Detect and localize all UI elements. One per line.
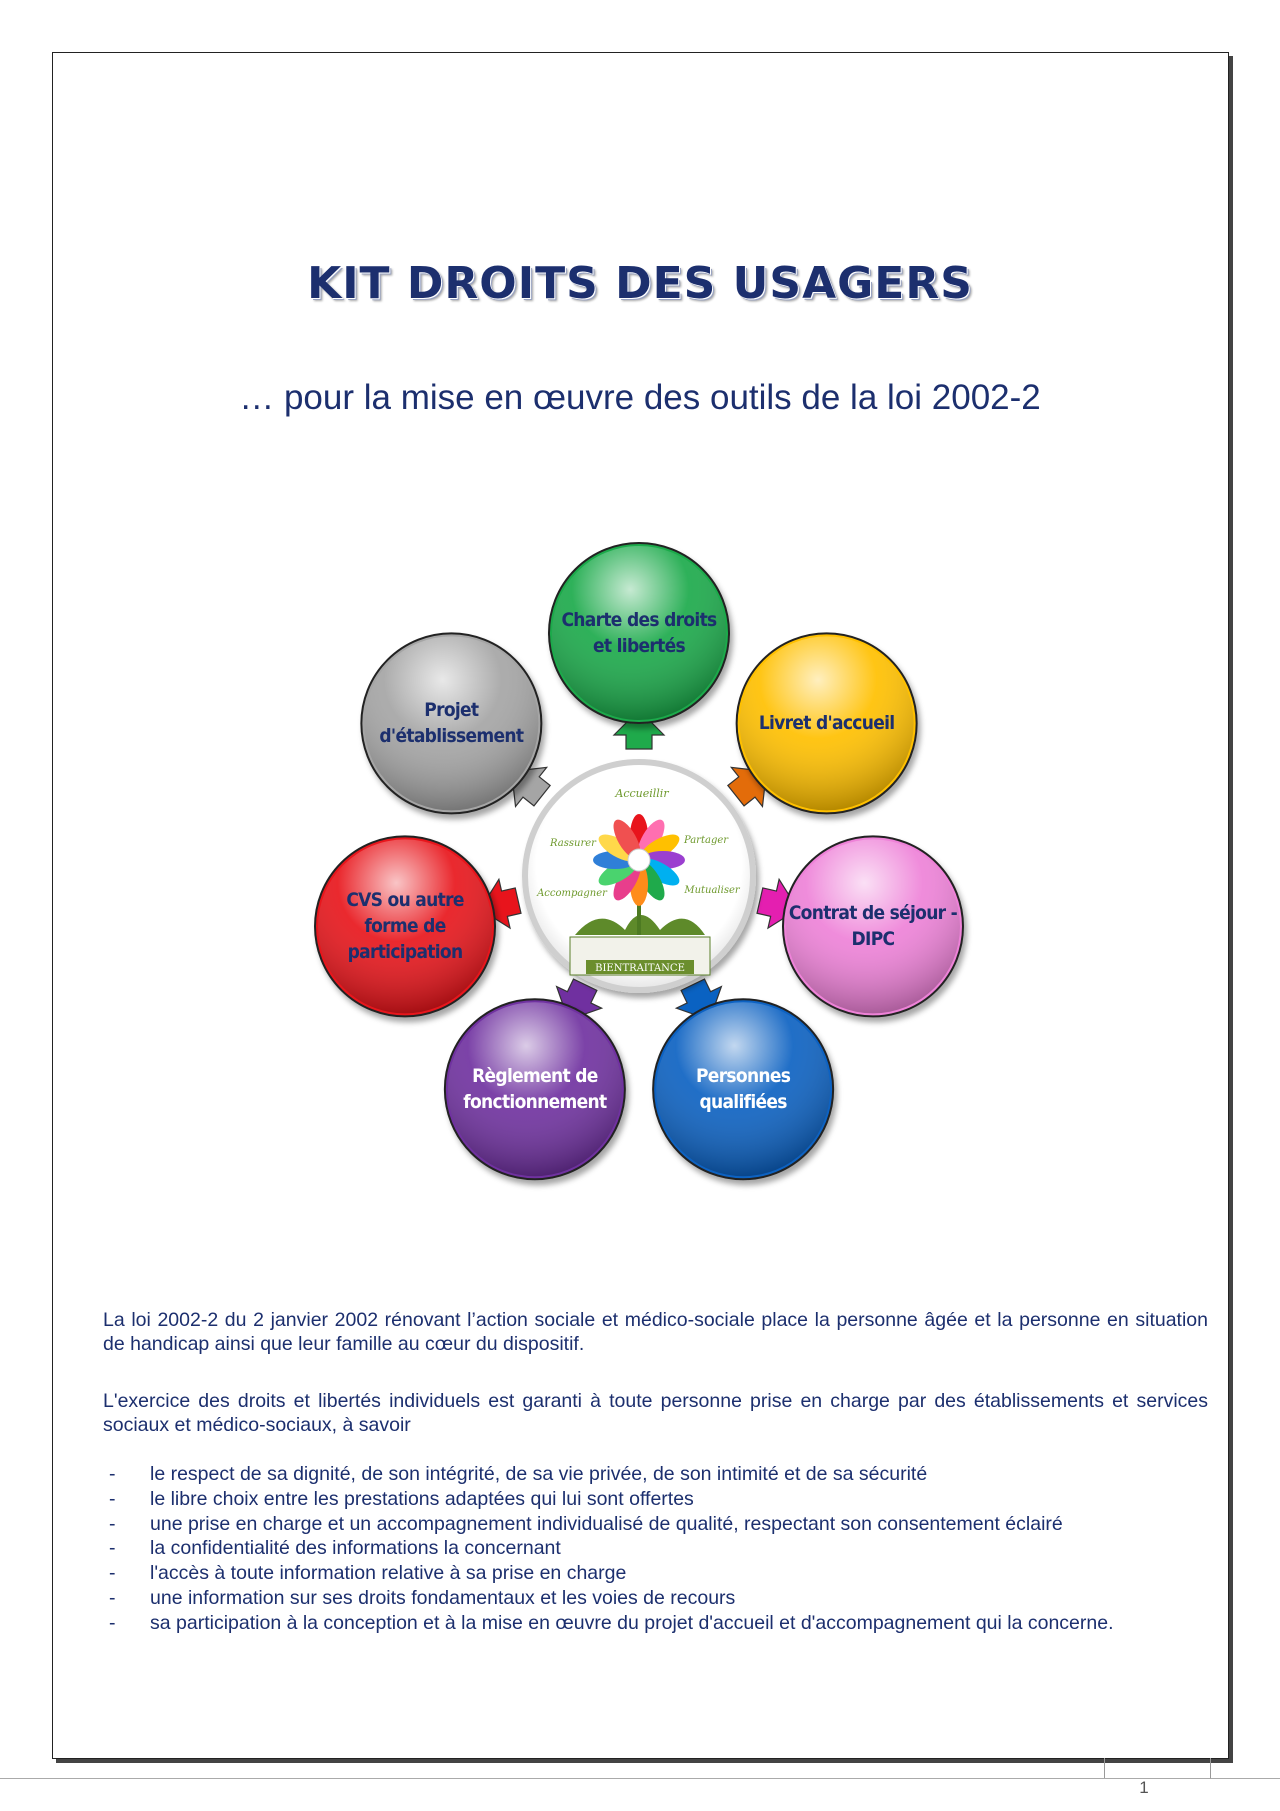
list-bullet: - bbox=[109, 1512, 116, 1535]
logo-word-mutualiser: Mutualiser bbox=[683, 885, 741, 896]
logo-banner: BIENTRAITANCE bbox=[595, 963, 685, 974]
flower-center-icon bbox=[627, 848, 651, 872]
footer-tab-left bbox=[1104, 1758, 1106, 1778]
list-item-text: le respect de sa dignité, de son intégri… bbox=[150, 1463, 928, 1485]
list-item: - sa participation à la conception et à l… bbox=[103, 1611, 1223, 1636]
list-bullet: - bbox=[109, 1487, 116, 1510]
list-item-text: la confidentialité des informations la c… bbox=[150, 1537, 561, 1560]
node-livret bbox=[735, 632, 918, 815]
node-personnes-gloss bbox=[656, 1002, 831, 1177]
node-reglement-label: Règlement de fonctionnement bbox=[463, 1065, 607, 1114]
node-livret-gloss bbox=[739, 636, 914, 811]
node-cvs-label: CVS ou autre forme de participation bbox=[346, 889, 464, 964]
node-contrat-label: Contrat de séjour - DIPC bbox=[788, 902, 958, 951]
banner-background bbox=[586, 960, 694, 974]
logo-word-rassurer: Rassurer bbox=[549, 838, 597, 849]
logo-word-accueillir: Accueillir bbox=[614, 787, 669, 800]
node-projet bbox=[360, 632, 543, 815]
list-item-text: une information sur ses droits fondament… bbox=[150, 1586, 736, 1609]
node-charte-gloss bbox=[552, 546, 726, 720]
list-item-text: l'accès à toute information relative à s… bbox=[150, 1562, 627, 1585]
list-item: - l'accès à toute information relative à … bbox=[103, 1561, 1223, 1586]
node-projet-gloss bbox=[364, 636, 539, 811]
document-title: KIT DROITS DES USAGERS bbox=[307, 258, 973, 309]
flower-icon bbox=[593, 814, 685, 906]
footer-tab-right bbox=[1210, 1758, 1280, 1779]
footer-line bbox=[0, 1778, 1280, 1779]
rights-paragraph: L'exercice des droits et libertés indivi… bbox=[103, 1390, 1208, 1436]
node-reglement bbox=[443, 998, 626, 1181]
node-contrat-gloss bbox=[785, 839, 960, 1014]
list-bullet: - bbox=[109, 1586, 116, 1609]
center-logo: BIENTRAITANCE Accueillir Rassurer Partag… bbox=[522, 759, 756, 993]
logo-word-partager: Partager bbox=[683, 835, 729, 846]
list-item-text: une prise en charge et un accompagnement… bbox=[150, 1512, 1063, 1535]
document-subtitle: … pour la mise en œuvre des outils de la… bbox=[239, 378, 1041, 417]
list-item-text: sa participation à la conception et à la… bbox=[150, 1611, 1114, 1634]
list-bullet: - bbox=[109, 1562, 116, 1585]
node-reglement-gloss bbox=[447, 1002, 622, 1177]
list-item: - le respect de sa dignité, de son intégr… bbox=[103, 1462, 1223, 1487]
node-cvs-gloss bbox=[318, 839, 493, 1014]
node-personnes bbox=[652, 998, 835, 1181]
node-charte-label: Charte des droits et libertés bbox=[561, 609, 717, 657]
list-item: - la confidentialité des informations la … bbox=[103, 1536, 1223, 1561]
node-cvs bbox=[314, 835, 497, 1018]
node-charte bbox=[548, 542, 730, 724]
page-number: 1 bbox=[1139, 1778, 1149, 1797]
node-personnes-label: Personnes qualifiées bbox=[695, 1065, 791, 1114]
list-item-text: le libre choix entre les prestations ada… bbox=[150, 1487, 694, 1510]
petal-icon bbox=[613, 819, 641, 859]
list-bullet: - bbox=[109, 1463, 116, 1485]
rights-list: - le respect de sa dignité, de son intégr… bbox=[103, 1462, 1223, 1636]
intro-paragraph: La loi 2002-2 du 2 janvier 2002 rénovant… bbox=[103, 1309, 1208, 1355]
list-item: - une information sur ses droits fondamen… bbox=[103, 1586, 1223, 1611]
list-item: - le libre choix entre les prestations ad… bbox=[103, 1487, 1223, 1512]
list-item: - une prise en charge et un accompagnemen… bbox=[103, 1512, 1223, 1537]
node-projet-label: Projet d'établissement bbox=[379, 699, 524, 748]
list-bullet: - bbox=[109, 1611, 116, 1634]
list-bullet: - bbox=[109, 1537, 116, 1560]
node-livret-label: Livret d'accueil bbox=[758, 712, 895, 735]
node-contrat bbox=[781, 835, 964, 1018]
nodes-layer bbox=[314, 542, 964, 1181]
logo-word-accompagner: Accompagner bbox=[536, 888, 608, 899]
